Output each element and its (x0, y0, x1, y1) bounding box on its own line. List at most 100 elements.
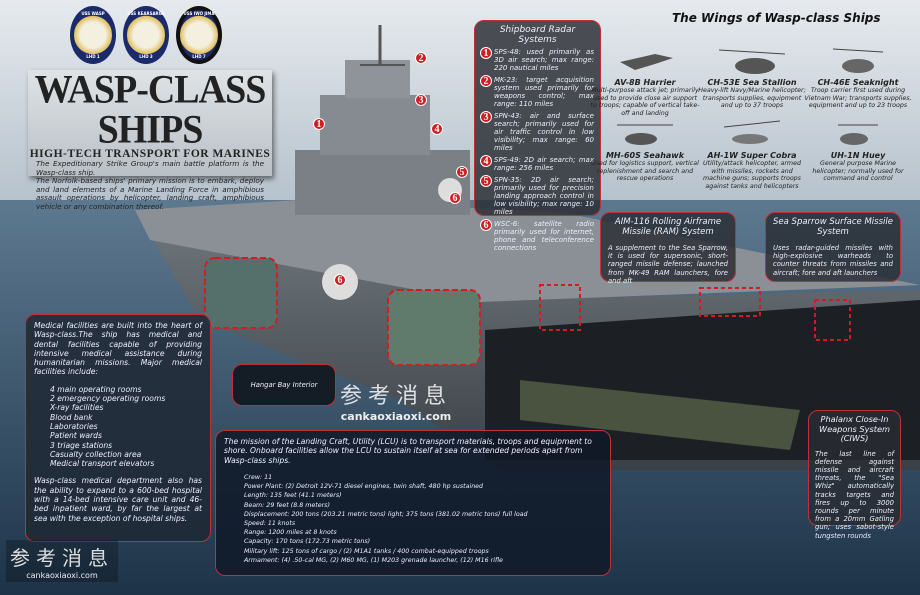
spec-item: Beam: 29 feet (8.8 meters) (244, 501, 330, 509)
aircraft-name: AV-8B Harrier (614, 78, 676, 87)
radar-number: 1 (480, 47, 492, 59)
hangar-window (204, 257, 278, 329)
helicopter-icon (803, 44, 913, 78)
aircraft-desc: Heavy-lift Navy/Marine helicopter; trans… (698, 87, 806, 110)
aircraft-name: CH-53E Sea Stallion (707, 78, 797, 87)
list-item: 4 main operating rooms (50, 384, 142, 394)
aircraft-name: UH-1N Huey (830, 151, 886, 160)
sea-sparrow-panel: Sea Sparrow Surface Missile System Uses … (765, 212, 901, 282)
watermark-url: cankaoxiaoxi.com (26, 571, 98, 580)
helicopter-icon (697, 117, 807, 151)
ciws-text: The last line of defense against missile… (815, 449, 894, 540)
radar-text: WSC-6: satellite radio primarily used fo… (494, 220, 594, 252)
spec-item: Displacement: 200 tons (203.21 metric to… (244, 510, 528, 518)
radar-number: 4 (480, 155, 492, 167)
title-panel: WASP-CLASS SHIPS HIGH-TECH TRANSPORT FOR… (28, 68, 272, 211)
watermark: 参考消息 cankaoxiaoxi.com (340, 378, 452, 423)
ship-marker: 4 (431, 123, 443, 135)
radar-text: SPN-43: air and surface search; primaril… (494, 112, 594, 152)
page-subtitle: HIGH-TECH TRANSPORT FOR MARINES (29, 148, 271, 160)
ciws-title: Phalanx Close-In Weapons System (CIWS) (819, 414, 890, 443)
ram-text: A supplement to the Sea Sparrow, it is u… (608, 244, 728, 285)
corner-watermark: 参考消息 cankaoxiaoxi.com (6, 540, 118, 582)
island-superstructure (295, 150, 470, 215)
radar-number: 3 (480, 111, 492, 123)
spec-item: Military lift: 125 tons of cargo / (2) M… (244, 547, 489, 555)
spec-item: Armament: (4) .50-cal MG, (2) M60 MG, (1… (244, 556, 503, 564)
aircraft-desc: Utility/attack helicopter, armed with mi… (703, 160, 801, 190)
radar-text: MK-23: target acquisition system used pr… (494, 76, 594, 108)
lcu-specs: Crew: 11 Power Plant: (2) Detroit 12V-71… (244, 473, 602, 565)
list-item: Blood bank (50, 412, 93, 422)
jet-icon (590, 44, 700, 78)
medical-panel: Medical facilities are built into the he… (25, 314, 211, 542)
aircraft-desc: Multi-purpose attack jet; primarily used… (590, 87, 700, 117)
helicopter-icon (697, 44, 807, 78)
spec-item: Crew: 11 (244, 473, 273, 481)
list-item: Laboratories (50, 421, 98, 431)
spec-item: Range: 1200 miles at 8 knots (244, 529, 337, 537)
lcu-intro: The mission of the Landing Craft, Utilit… (224, 437, 592, 465)
ship-marker: 1 (313, 118, 325, 130)
watermark-cn: 参考消息 (340, 384, 453, 409)
ship-marker: 6 (449, 192, 461, 204)
lcu-panel: The mission of the Landing Craft, Utilit… (215, 430, 611, 576)
medical-outro: Wasp-class medical department also has t… (34, 476, 202, 523)
list-item: Patient wards (50, 431, 102, 441)
ship-marker: 6 (334, 274, 346, 286)
list-item: X-ray facilities (50, 403, 104, 413)
helicopter-icon (803, 117, 913, 151)
medical-intro: Medical facilities are built into the he… (34, 321, 202, 377)
radar-text: SPS-49: 2D air search; max range: 256 mi… (494, 156, 594, 172)
ship-marker: 3 (415, 94, 427, 106)
ram-panel: AIM-116 Rolling Airframe Missile (RAM) S… (600, 212, 736, 285)
ship-marker: 2 (415, 52, 427, 64)
sea-sparrow-title: Sea Sparrow Surface Missile System (773, 217, 893, 237)
radar-title: Shipboard Radar Systems (499, 25, 576, 45)
radar-number: 5 (480, 175, 492, 187)
list-item: Casualty collection area (50, 449, 142, 459)
watermark-cn: 参考消息 (10, 546, 114, 570)
helicopter-icon (590, 117, 700, 151)
landing-craft (520, 380, 800, 450)
aircraft-name: AH-1W Super Cobra (707, 151, 797, 160)
list-item: 2 emergency operating rooms (50, 394, 166, 404)
medical-facilities-list: 4 main operating rooms 2 emergency opera… (50, 385, 202, 469)
radar-number: 2 (480, 75, 492, 87)
radar-text: SPN-35: 2D air search; primarily used fo… (494, 176, 594, 216)
list-item: Medical transport elevators (50, 459, 155, 469)
intro-text: The Expeditionary Strike Group's main ba… (36, 159, 264, 177)
intro-text: The Norfolk-based ships' primary mission… (36, 176, 264, 211)
ship-marker: 5 (456, 166, 468, 178)
sea-sparrow-text: Uses radar-guided missiles with high-exp… (773, 244, 893, 277)
spec-item: Speed: 11 knots (244, 519, 296, 527)
aircraft-desc: Used for logistics support, vertical rep… (591, 160, 699, 183)
spec-item: Capacity: 170 tons (172.73 metric tons) (244, 538, 371, 546)
wings-title: The Wings of Wasp-class Ships (672, 11, 881, 25)
watermark-url: cankaoxiaoxi.com (340, 410, 452, 423)
ram-title: AIM-116 Rolling Airframe Missile (RAM) S… (614, 217, 722, 237)
page-title: WASP-CLASS SHIPS (34, 68, 267, 152)
hangar-window (387, 289, 481, 366)
aircraft-desc: General purpose Marine helicopter; norma… (812, 160, 904, 183)
aircraft-name: MH-60S Seahawk (605, 151, 685, 160)
radar-number: 6 (480, 219, 492, 231)
spec-item: Power Plant: (2) Detroit 12V-71 diesel e… (244, 483, 484, 491)
aircraft-desc: Troop carrier first used during Vietnam … (804, 87, 912, 110)
aircraft-name: CH-46E Seaknight (817, 78, 899, 87)
radar-text: SPS-48: used primarily as 3D air search;… (494, 48, 594, 72)
